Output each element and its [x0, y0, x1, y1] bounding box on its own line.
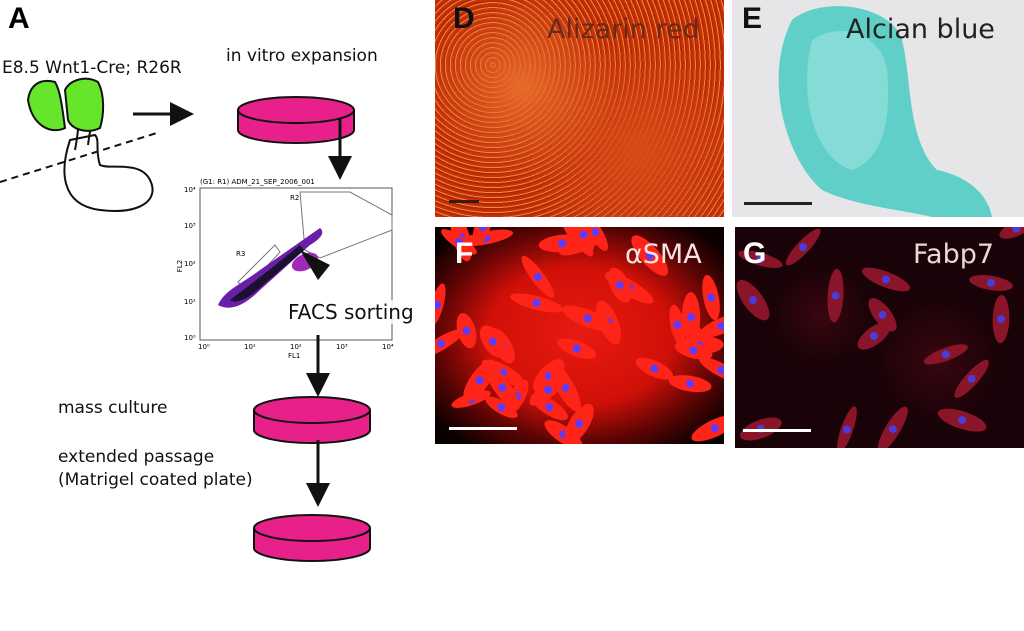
- cell-nucleus: [673, 320, 682, 329]
- panel-f-stain-label: αSMA: [625, 239, 702, 270]
- cell-nucleus: [987, 278, 996, 287]
- cell-nucleus: [881, 275, 890, 284]
- cell-nucleus: [842, 425, 851, 434]
- facs-xlabel: FL1: [288, 352, 301, 360]
- cell-nucleus: [498, 383, 507, 392]
- culture-dish-extended: [253, 514, 371, 562]
- facs-x-tick: 10⁴: [382, 343, 394, 351]
- cell-nucleus: [1012, 227, 1021, 233]
- cell-nucleus: [707, 293, 716, 302]
- panel-f-asma-image: F αSMA: [435, 227, 724, 444]
- cell-nucleus: [558, 239, 567, 248]
- scale-bar: [743, 429, 811, 432]
- cell-nucleus: [497, 403, 506, 412]
- cell-nucleus: [572, 344, 581, 353]
- panel-a-label: A: [8, 2, 30, 35]
- cell-nucleus: [561, 383, 570, 392]
- facs-ylabel: FL2: [176, 259, 185, 273]
- facs-y-tick: 10³: [184, 222, 196, 230]
- cell-nucleus: [689, 346, 698, 355]
- panel-e-alcian-image: E Alcian blue: [732, 0, 1024, 217]
- panel-g-stain-label: Fabp7: [913, 239, 995, 270]
- step-facs-label: FACS sorting: [288, 300, 414, 324]
- scale-bar: [449, 200, 479, 203]
- embryo-illustration: [0, 77, 161, 212]
- cell-nucleus: [717, 322, 724, 331]
- scale-bar: [744, 202, 812, 205]
- cell-nucleus: [615, 281, 624, 290]
- cell-nucleus: [686, 379, 695, 388]
- cell-layer: [736, 227, 1024, 448]
- cell-nucleus: [583, 314, 592, 323]
- panel-e-stain-label: Alcian blue: [846, 14, 995, 45]
- facs-y-tick: 10⁴: [184, 186, 196, 194]
- cell-nucleus: [575, 419, 584, 428]
- cell-nucleus: [869, 332, 878, 341]
- cell-nucleus: [650, 364, 659, 373]
- cell-layer: [435, 227, 724, 444]
- cell: [691, 414, 724, 442]
- step-mass-label: mass culture: [58, 398, 168, 418]
- cell-nucleus: [958, 416, 967, 425]
- facs-y-tick: 10²: [184, 260, 196, 268]
- panel-d-stain-label: Alizarin red: [547, 14, 700, 45]
- step-extended-label: extended passage: [58, 447, 215, 467]
- facs-y-tick: 10¹: [184, 298, 196, 306]
- panel-e-label: E: [742, 2, 763, 35]
- cell-nucleus: [888, 425, 897, 434]
- cell-nucleus: [799, 243, 808, 252]
- cell-nucleus: [687, 313, 696, 322]
- step-expansion-label: in vitro expansion: [226, 46, 378, 66]
- cell-nucleus: [475, 376, 484, 385]
- panel-g-label: G: [743, 237, 767, 270]
- cell-nucleus: [717, 365, 724, 374]
- cell-nucleus: [544, 385, 553, 394]
- cell-nucleus: [533, 272, 542, 281]
- cell-nucleus: [488, 337, 497, 346]
- cell-nucleus: [591, 228, 600, 237]
- cell-nucleus: [756, 255, 765, 264]
- cell-nucleus: [941, 350, 950, 359]
- facs-y-tick: 10⁰: [184, 334, 196, 342]
- scale-bar: [449, 427, 517, 430]
- facs-title: (G1: R1) ADM_21_SEP_2006_001: [200, 178, 315, 186]
- cell-nucleus: [532, 298, 541, 307]
- cell-nucleus: [748, 296, 757, 305]
- cell-nucleus: [435, 301, 442, 310]
- cell-nucleus: [831, 291, 840, 300]
- facs-x-tick: 10²: [290, 343, 302, 351]
- cell-nucleus: [462, 326, 471, 335]
- facs-gate-r3: R3: [236, 250, 246, 258]
- cell-nucleus: [710, 424, 719, 433]
- cell-nucleus: [645, 251, 654, 260]
- cell-nucleus: [579, 230, 588, 239]
- facs-x-tick: 10³: [336, 343, 348, 351]
- panel-d-label: D: [453, 2, 475, 35]
- panel-f-label: F: [455, 237, 474, 270]
- cell-nucleus: [454, 237, 463, 246]
- embryo-label: E8.5 Wnt1-Cre; R26R: [2, 58, 182, 78]
- step-extended-sublabel: (Matrigel coated plate): [58, 470, 253, 490]
- cell-nucleus: [967, 374, 976, 383]
- cell-nucleus: [996, 315, 1005, 324]
- facs-x-tick: 10⁰: [198, 343, 210, 351]
- panel-g-fabp7-image: G Fabp7: [735, 227, 1024, 448]
- cell-nucleus: [437, 339, 446, 348]
- facs-gate-r2: R2: [290, 194, 300, 202]
- culture-dish-expansion: [237, 96, 355, 144]
- culture-dish-mass: [253, 396, 371, 444]
- cartilage-tissue: [778, 6, 992, 217]
- facs-x-tick: 10¹: [244, 343, 256, 351]
- cell-nucleus: [478, 227, 487, 232]
- cell-nucleus: [878, 310, 887, 319]
- panel-d-alizarin-image: D Alizarin red: [435, 0, 724, 217]
- cell-nucleus: [545, 403, 554, 412]
